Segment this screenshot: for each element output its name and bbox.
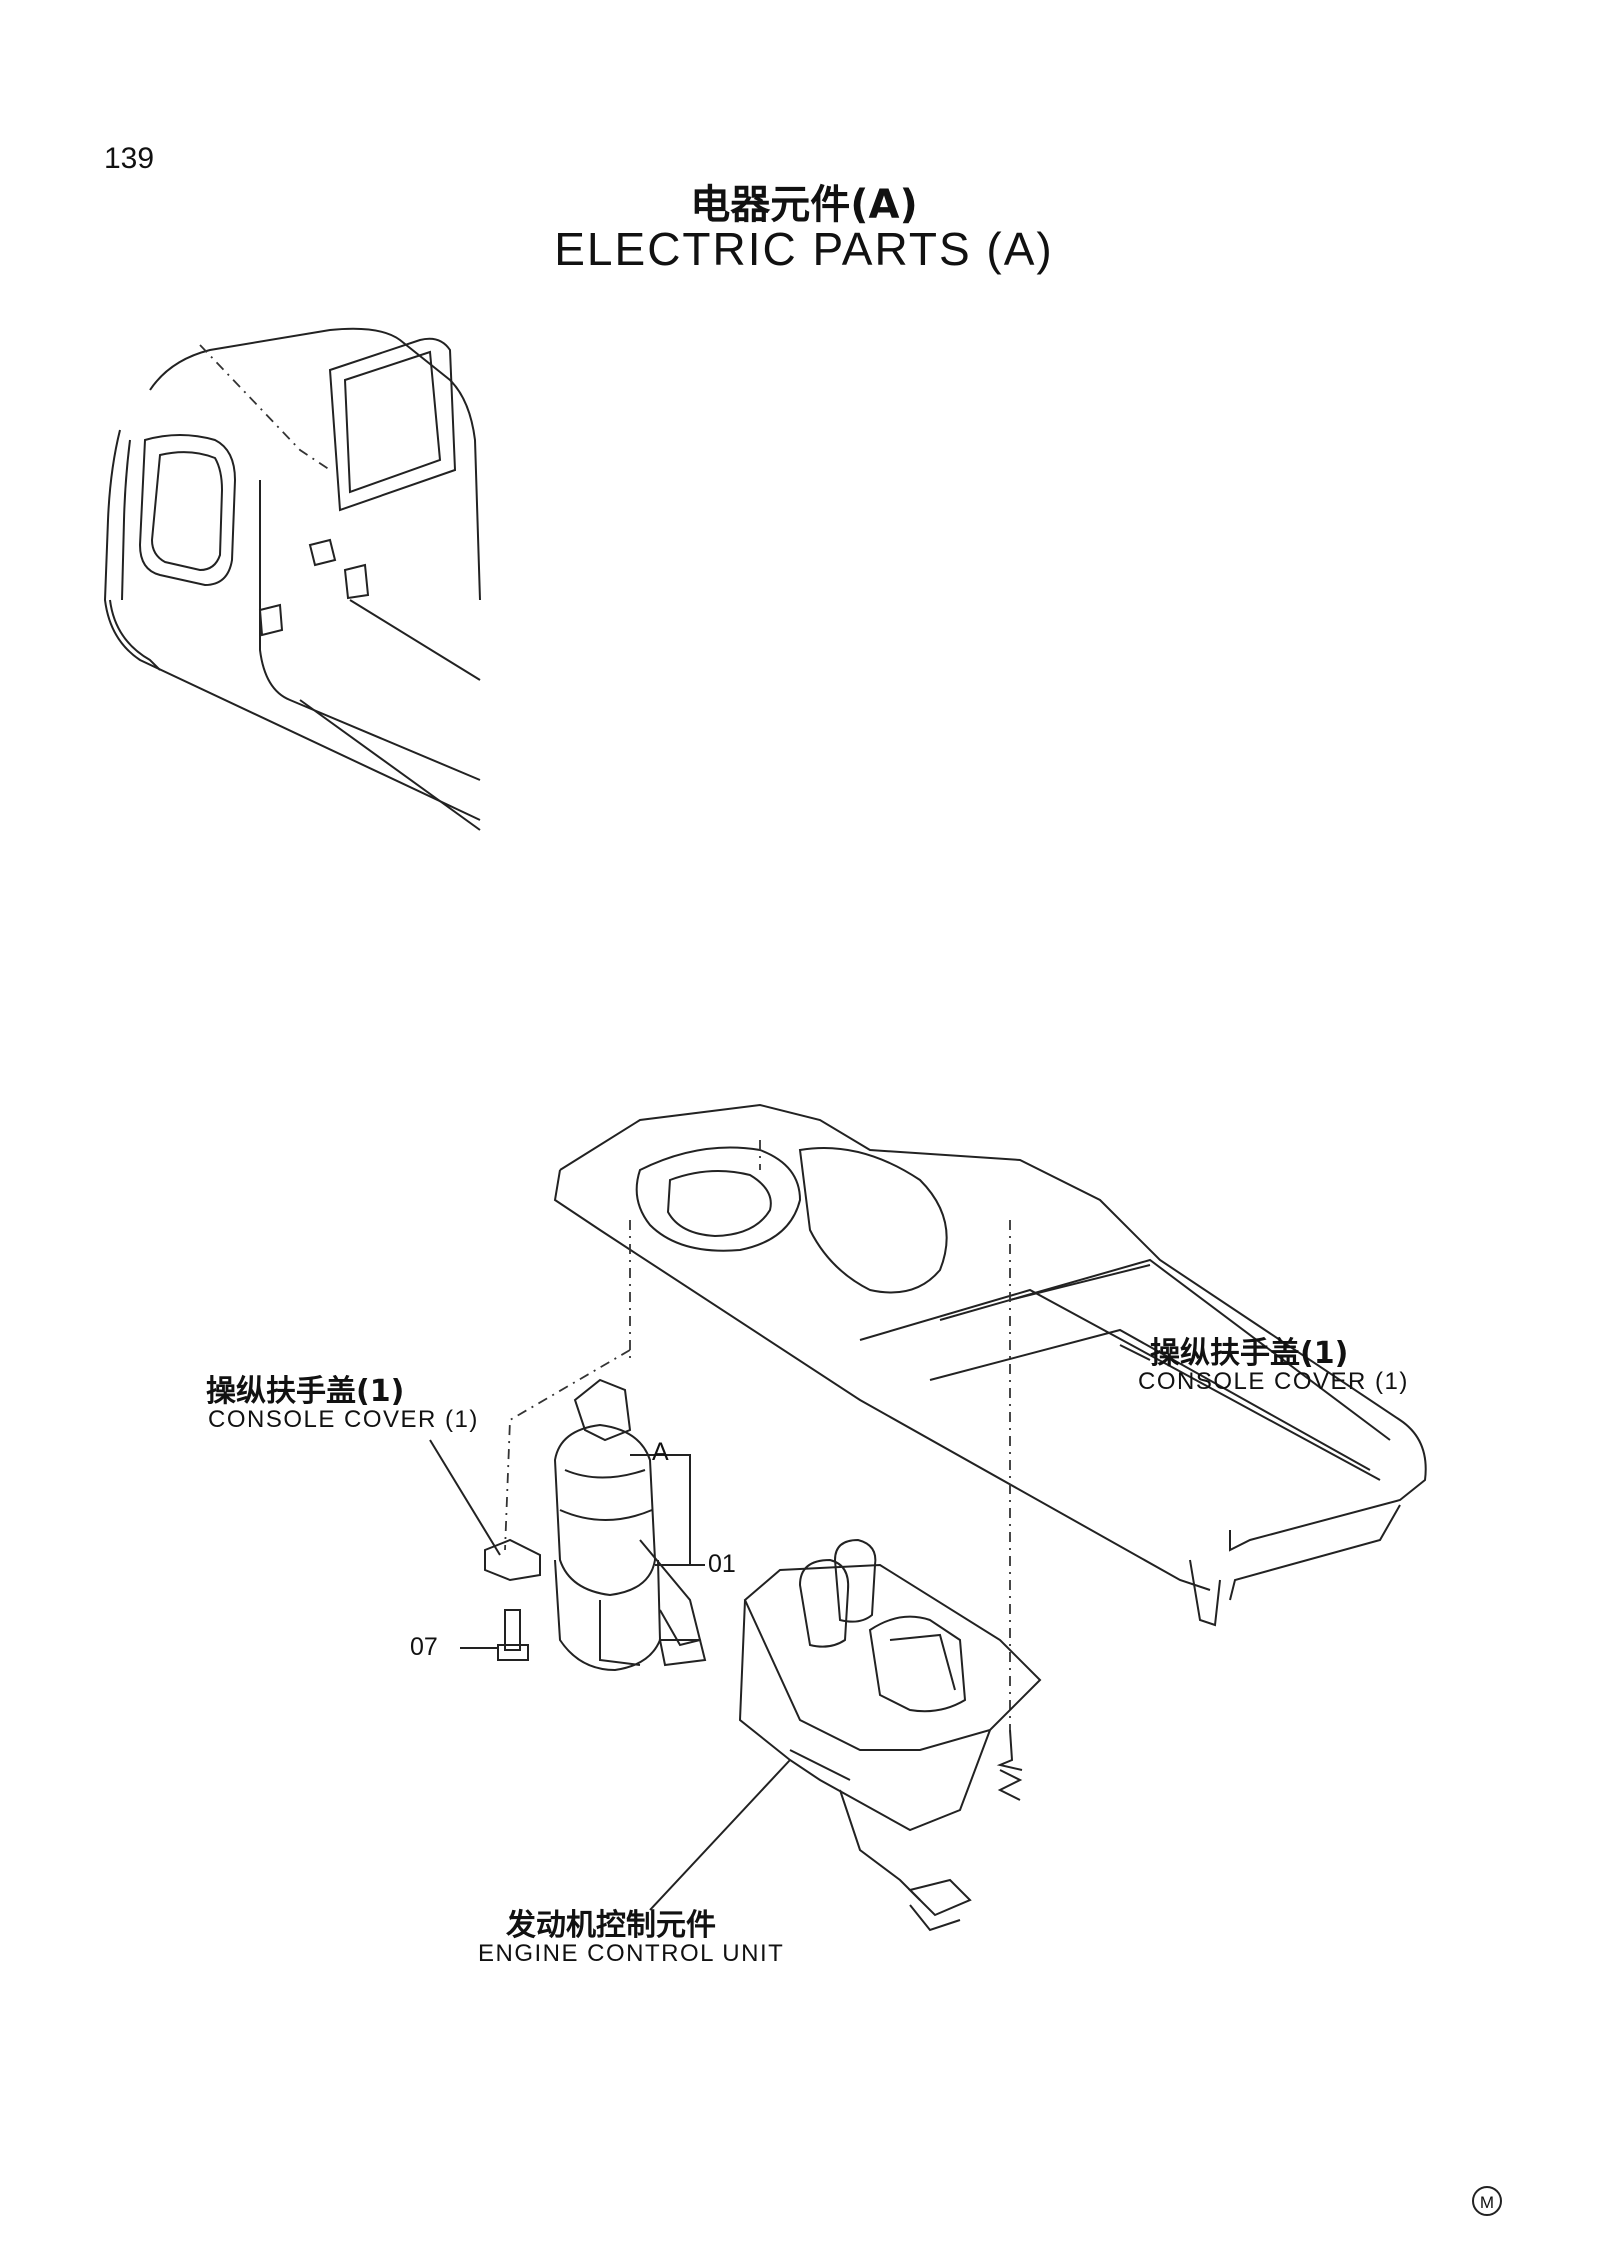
cab-overview-drawing: [103, 327, 481, 831]
callout-a: A: [652, 1438, 669, 1466]
leader-lines: [1119, 1344, 1151, 1361]
title-english: ELECTRIC PARTS (A): [554, 223, 1054, 275]
callout-part-01: 01: [708, 1550, 736, 1578]
engine-control-unit-drawing: [649, 1538, 1042, 1932]
console-cover-left-label-zh: 操纵扶手盖(1): [206, 1374, 405, 1409]
page-number: 139: [104, 142, 155, 175]
console-cover-left-label-en: CONSOLE COVER (1): [208, 1406, 479, 1433]
console-cover-right-label-zh: 操纵扶手盖(1): [1150, 1336, 1349, 1371]
console-frame-drawing: [553, 1103, 1427, 1801]
title-chinese: 电器元件(A): [690, 182, 918, 228]
key-switch-drawing: [429, 1349, 707, 1672]
console-cover-right-label-en: CONSOLE COVER (1): [1138, 1368, 1409, 1395]
m-mark-icon: M: [1472, 2186, 1502, 2216]
callout-part-07: 07: [410, 1633, 438, 1661]
engine-control-unit-label-zh: 发动机控制元件: [506, 1908, 716, 1943]
engine-control-unit-label-en: ENGINE CONTROL UNIT: [478, 1940, 785, 1967]
